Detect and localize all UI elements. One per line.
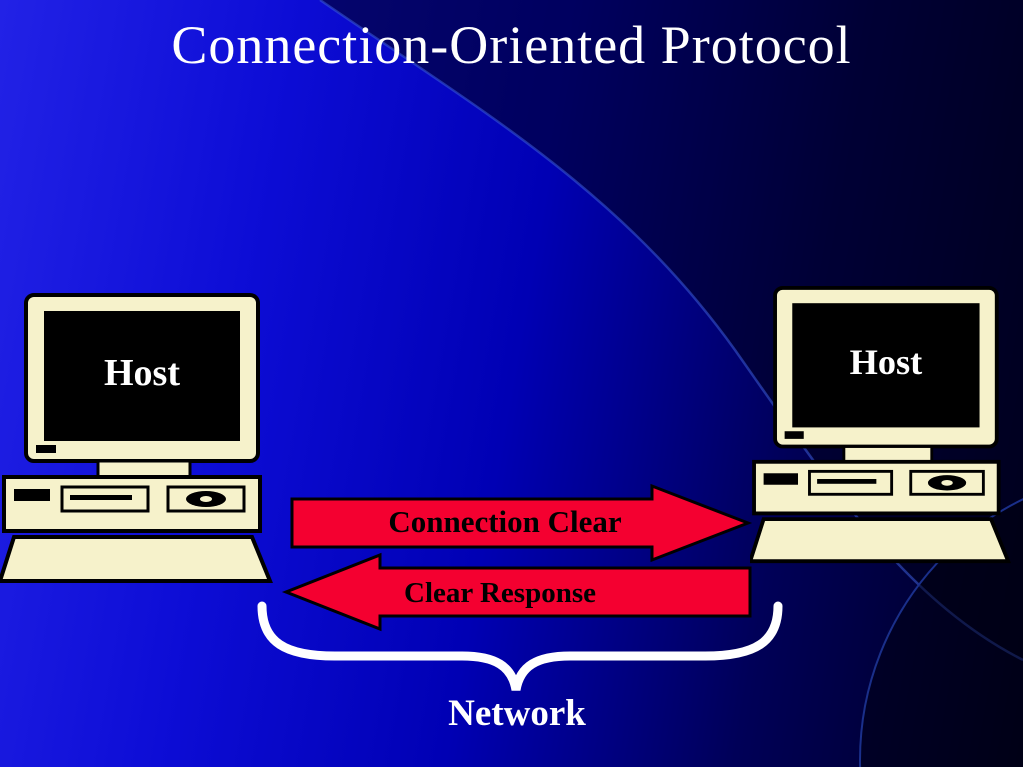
button-panel: [166, 485, 246, 513]
right-host-label: Host: [850, 342, 923, 382]
right-computer-illustration: Host: [747, 286, 1012, 564]
left-computer: Host: [0, 293, 280, 585]
monitor-body: [773, 286, 999, 449]
keyboard: [0, 535, 273, 583]
eject-button-center: [941, 479, 953, 486]
floppy-drive: [808, 469, 894, 496]
swoosh-dark-region: [320, 0, 1023, 660]
monitor-body: [24, 293, 260, 463]
case-vent: [14, 489, 50, 501]
eject-button: [186, 491, 226, 507]
network-brace: [257, 601, 783, 691]
monitor-screen: [44, 311, 240, 441]
swoosh-arc-line: [319, 0, 1023, 662]
eject-button: [927, 475, 967, 491]
monitor-power-notch: [784, 431, 804, 439]
left-computer-illustration: Host: [0, 293, 273, 583]
floppy-slot: [70, 495, 132, 500]
monitor-stand: [842, 445, 934, 464]
page-title: Connection-Oriented Protocol: [171, 15, 852, 75]
corner-arc: [859, 498, 1023, 767]
computer-case: [752, 459, 1001, 516]
network-label: Network: [448, 693, 586, 734]
button-panel: [909, 469, 985, 496]
floppy-drive: [60, 485, 150, 513]
computer-case: [2, 475, 262, 533]
case-vent: [763, 473, 799, 485]
monitor-screen: [792, 303, 980, 428]
monitor-stand: [96, 459, 192, 479]
left-host-label: Host: [104, 352, 180, 394]
connection-clear-label: Connection Clear: [388, 504, 622, 539]
floppy-slot: [817, 479, 877, 484]
keyboard: [747, 517, 1012, 564]
eject-button-center: [200, 496, 212, 502]
right-computer: Host: [747, 286, 1018, 565]
clear-response-label: Clear Response: [404, 577, 596, 609]
monitor-power-notch: [36, 445, 56, 453]
